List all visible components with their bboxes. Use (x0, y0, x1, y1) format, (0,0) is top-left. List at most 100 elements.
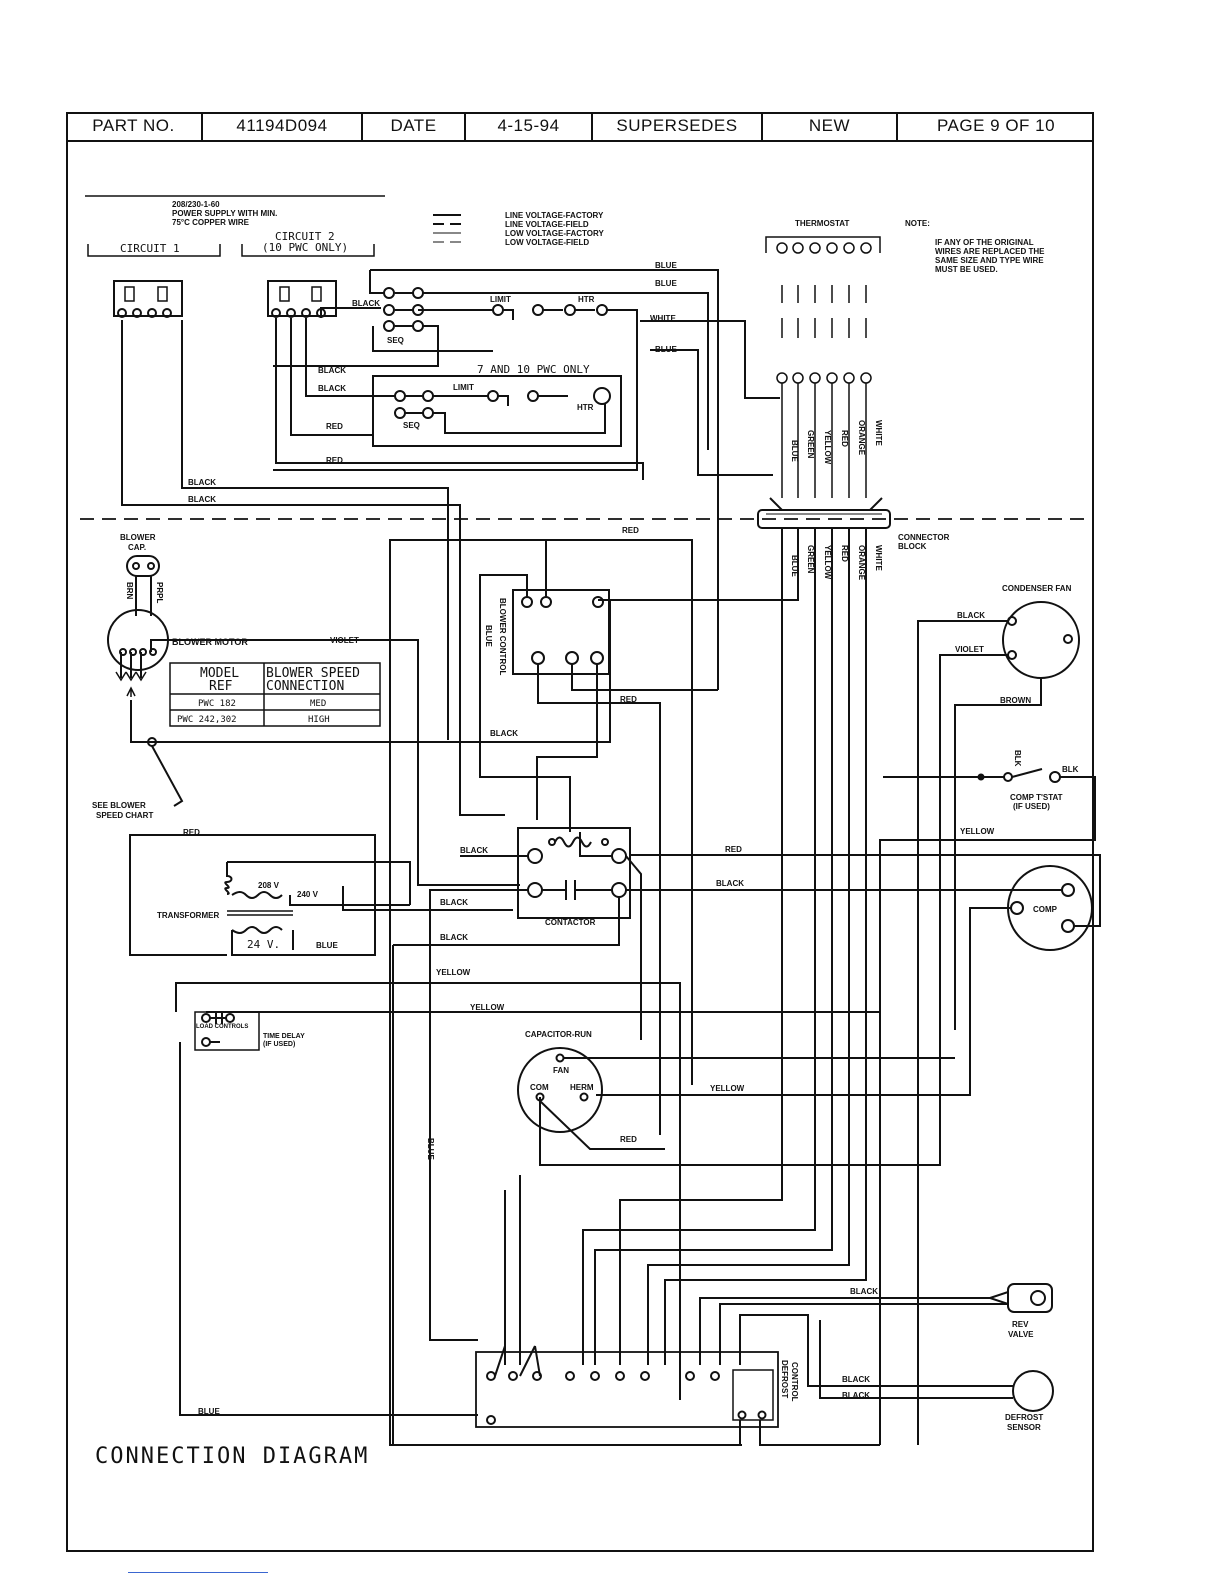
legend-low-factory: LOW VOLTAGE-FACTORY (505, 229, 604, 238)
time-delay-label-2: (IF USED) (263, 1041, 295, 1048)
black-label: BLACK (850, 1287, 878, 1296)
svg-text:BLUE: BLUE (790, 555, 799, 577)
svg-text:BLACK: BLACK (318, 366, 346, 375)
comp-label: COMP (1033, 905, 1058, 914)
note-line-1: IF ANY OF THE ORIGINAL (935, 238, 1034, 247)
herm-label: HERM (570, 1083, 594, 1092)
red-label: RED (622, 526, 639, 535)
defrost-sensor-label-1: DEFROST (1005, 1413, 1043, 1422)
svg-text:BLUE: BLUE (655, 279, 677, 288)
note-line-4: MUST BE USED. (935, 265, 998, 274)
condenser-fan-label: CONDENSER FAN (1002, 584, 1072, 593)
svg-text:SEQ: SEQ (403, 421, 420, 430)
red-label: RED (725, 845, 742, 854)
drawing-frame (66, 112, 1094, 1552)
svg-text:GREEN: GREEN (806, 430, 815, 459)
supply-text-1: 208/230-1-60 (172, 200, 220, 209)
svg-text:ORANGE: ORANGE (857, 545, 866, 581)
svg-text:HTR: HTR (577, 403, 594, 412)
defrost-sensor (739, 1314, 1054, 1412)
defrost-control-label-2: CONTROL (790, 1362, 799, 1402)
circuit-1-label: CIRCUIT 1 (120, 242, 180, 255)
note-line-2: WIRES ARE REPLACED THE (935, 247, 1045, 256)
rev-valve-label-2: VALVE (1008, 1330, 1034, 1339)
svg-text:SEQ: SEQ (387, 336, 404, 345)
contactor-terminals (527, 836, 627, 900)
brn-label: BRN (125, 582, 134, 600)
capacitor-run (517, 700, 955, 1166)
table-cell: PWC 242,302 (177, 715, 237, 725)
svg-text:HTR: HTR (578, 295, 595, 304)
defrost-sensor-label-2: SENSOR (1007, 1423, 1041, 1432)
page-number: PAGE 9 OF 10 (936, 116, 1056, 135)
blower-cap-label-2: CAP. (128, 543, 146, 552)
yellow-label: YELLOW (470, 1003, 505, 1012)
blower-control-label: BLOWER CONTROL (498, 598, 507, 675)
load-controls (175, 982, 681, 1416)
line-legend (433, 214, 461, 243)
circuit-1-breaker (113, 280, 183, 318)
blk-label: BLK (1062, 765, 1079, 774)
blower-capacitor (126, 555, 160, 577)
legend-line-field: LINE VOLTAGE-FIELD (505, 220, 589, 229)
legend-line-factory: LINE VOLTAGE-FACTORY (505, 211, 604, 220)
load-controls-label: LOAD CONTROLS (196, 1024, 248, 1030)
comp-tstat-label-1: COMP T'STAT (1010, 793, 1063, 802)
table-header-speed: BLOWER SPEED (266, 666, 360, 681)
svg-text:7 AND 10 PWC ONLY: 7 AND 10 PWC ONLY (477, 363, 590, 376)
svg-text:BLACK: BLACK (188, 478, 216, 487)
svg-text:BLUE: BLUE (790, 440, 799, 462)
transformer (129, 834, 513, 956)
supply-text-3: 75°C COPPER WIRE (172, 218, 250, 227)
v24-label: 24 V. (247, 938, 280, 951)
fan-label: FAN (553, 1066, 569, 1075)
svg-text:RED: RED (840, 430, 849, 447)
svg-text:RED: RED (326, 456, 343, 465)
black-label: BLACK (440, 933, 468, 942)
comp-tstat (879, 768, 1096, 1445)
see-chart-2: SPEED CHART (96, 811, 153, 820)
svg-text:WHITE: WHITE (874, 420, 883, 446)
black-label: BLACK (440, 898, 468, 907)
time-delay-label-1: TIME DELAY (263, 1033, 305, 1040)
contactor-label: CONTACTOR (545, 918, 596, 927)
part-no-value: 41194D094 (203, 112, 363, 140)
circuit-2-note: (10 PWC ONLY) (262, 241, 348, 254)
table-cell: HIGH (308, 715, 330, 725)
connector-block-label-2: BLOCK (898, 542, 927, 551)
svg-text:BLACK: BLACK (352, 299, 380, 308)
svg-text:GREEN: GREEN (806, 545, 815, 574)
blower-speed-table (169, 662, 381, 727)
legend-low-field: LOW VOLTAGE-FIELD (505, 238, 589, 247)
capacitor-run-label: CAPACITOR-RUN (525, 1030, 592, 1039)
svg-text:ORANGE: ORANGE (857, 420, 866, 456)
svg-text:BLUE: BLUE (655, 261, 677, 270)
supersedes-label: SUPERSEDES (593, 112, 763, 140)
svg-text:LIMIT: LIMIT (490, 295, 511, 304)
rev-valve-label-1: REV (1012, 1320, 1029, 1329)
supply-text-2: POWER SUPPLY WITH MIN. (172, 209, 277, 218)
comp-tstat-label-2: (IF USED) (1013, 802, 1050, 811)
supersedes-value: NEW (763, 112, 898, 140)
blower-control (512, 589, 610, 675)
svg-text:LIMIT: LIMIT (453, 383, 474, 392)
blower-motor-label: BLOWER MOTOR (172, 637, 248, 647)
brown-label: BROWN (1000, 696, 1031, 705)
black-label: BLACK (842, 1391, 870, 1400)
blue-label: BLUE (316, 941, 338, 950)
connector-block (757, 509, 891, 529)
thermostat-title: THERMOSTAT (795, 219, 849, 228)
blower-control-terminals (521, 596, 604, 665)
black-label: BLACK (490, 729, 518, 738)
blue-label: BLUE (484, 625, 493, 647)
blue-label: BLUE (426, 1138, 435, 1160)
diagram-title: CONNECTION DIAGRAM (95, 1444, 370, 1469)
red-label: RED (620, 695, 637, 704)
circuit-2-breaker (267, 280, 337, 318)
svg-text:WHITE: WHITE (874, 545, 883, 571)
prpl-label: PRPL (155, 582, 164, 603)
v240-label: 240 V (297, 890, 319, 899)
note-label: NOTE: (905, 219, 930, 228)
table-header-model: MODEL (200, 666, 239, 681)
